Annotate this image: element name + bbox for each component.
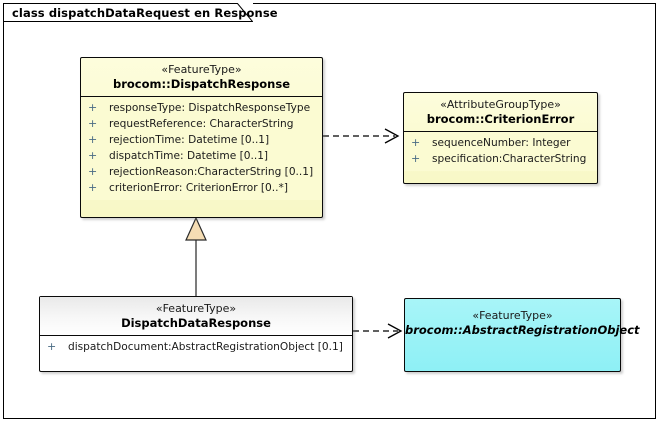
- visibility-marker: +: [88, 165, 98, 178]
- visibility-marker: +: [88, 101, 98, 114]
- visibility-marker: +: [88, 117, 98, 130]
- visibility-marker: +: [88, 181, 98, 194]
- visibility-marker: +: [411, 152, 421, 165]
- attribute-text: requestReference: CharacterString: [109, 118, 294, 130]
- attribute-text: responseType: DispatchResponseType: [109, 102, 311, 114]
- attributes-compartment-dispatch-data-response: + dispatchDocument:AbstractRegistrationOb…: [40, 335, 352, 359]
- class-dispatch-response[interactable]: «FeatureType» brocom::DispatchResponse +…: [80, 57, 323, 218]
- class-name: DispatchDataResponse: [121, 316, 271, 330]
- attribute-row: + requestReference: CharacterString: [81, 116, 322, 132]
- visibility-marker: +: [411, 136, 421, 149]
- attribute-row: + responseType: DispatchResponseType: [81, 100, 322, 116]
- attribute-text: rejectionReason:CharacterString [0..1]: [109, 166, 314, 178]
- visibility-marker: +: [88, 149, 98, 162]
- attribute-text: sequenceNumber: Integer: [432, 137, 571, 149]
- class-name: brocom::AbstractRegistrationObject: [405, 323, 640, 337]
- class-header-dispatch-response: «FeatureType» brocom::DispatchResponse: [81, 58, 322, 96]
- class-name: brocom::DispatchResponse: [113, 77, 290, 91]
- class-abstract-registration-object[interactable]: «FeatureType» brocom::AbstractRegistrati…: [404, 298, 640, 372]
- attribute-row: + sequenceNumber: Integer: [404, 135, 597, 151]
- attribute-row: + specification:CharacterString: [404, 151, 597, 167]
- class-stereotype: «AttributeGroupType»: [440, 98, 561, 111]
- attribute-row: + dispatchTime: Datetime [0..1]: [81, 148, 322, 164]
- visibility-marker: +: [47, 340, 57, 353]
- class-dispatch-data-response[interactable]: «FeatureType» DispatchDataResponse + disp…: [39, 296, 353, 372]
- class-stereotype: «FeatureType»: [472, 309, 553, 322]
- diagram-title-tab[interactable]: class dispatchDataRequest en Response: [3, 3, 278, 22]
- class-name: brocom::CriterionError: [426, 112, 575, 126]
- attribute-row: + rejectionTime: Datetime [0..1]: [81, 132, 322, 148]
- attribute-text: dispatchTime: Datetime [0..1]: [109, 150, 269, 162]
- class-criterion-error[interactable]: «AttributeGroupType» brocom::CriterionEr…: [403, 92, 598, 184]
- class-stereotype: «FeatureType»: [161, 63, 242, 76]
- attribute-text: criterionError: CriterionError [0..*]: [109, 182, 288, 194]
- class-header-dispatch-data-response: «FeatureType» DispatchDataResponse: [40, 297, 352, 335]
- visibility-marker: +: [88, 133, 98, 146]
- attribute-row: + rejectionReason:CharacterString [0..1]: [81, 164, 322, 180]
- attributes-compartment-dispatch-response: + responseType: DispatchResponseType + req…: [81, 96, 322, 200]
- diagram-title: class dispatchDataRequest en Response: [12, 6, 278, 20]
- attribute-row: + criterionError: CriterionError [0..*]: [81, 180, 322, 196]
- class-stereotype: «FeatureType»: [155, 302, 237, 315]
- attribute-text: specification:CharacterString: [432, 153, 587, 165]
- class-header-abstract-registration-object: «FeatureType» brocom::AbstractRegistrati…: [405, 299, 640, 342]
- attributes-compartment-criterion-error: + sequenceNumber: Integer + specification:…: [404, 131, 597, 171]
- title-tab-shape: [3, 3, 253, 22]
- class-header-criterion-error: «AttributeGroupType» brocom::CriterionEr…: [404, 93, 597, 131]
- attribute-row: + dispatchDocument:AbstractRegistrationOb…: [40, 339, 352, 355]
- attribute-text: dispatchDocument:AbstractRegistrationObj…: [68, 341, 343, 353]
- attribute-text: rejectionTime: Datetime [0..1]: [109, 134, 270, 146]
